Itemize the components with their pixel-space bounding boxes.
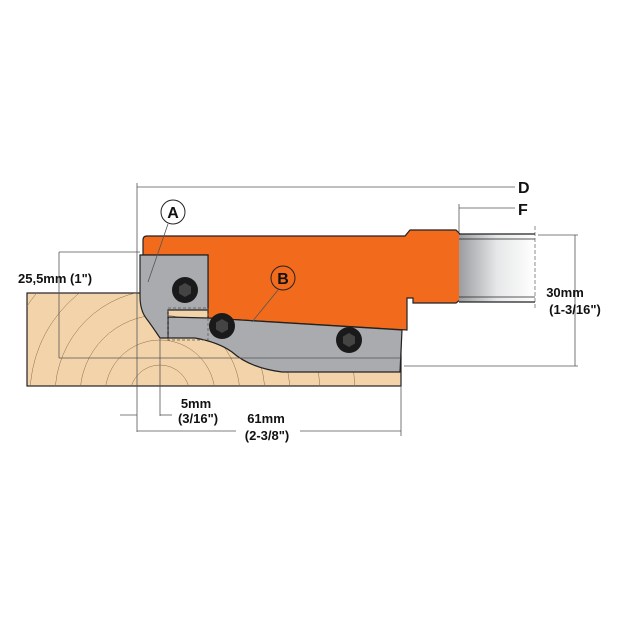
shank-dimension-mm: 30mm <box>546 285 584 300</box>
dim-d-label: D <box>518 180 530 197</box>
bolt-icon <box>336 327 362 353</box>
cutter-body <box>142 229 461 331</box>
bolt-icon <box>209 313 235 339</box>
callout-a <box>160 199 186 225</box>
shank <box>459 226 536 310</box>
callout-b <box>270 265 296 291</box>
callout-b-label: B <box>277 271 289 288</box>
callout-a-label: A <box>167 205 179 222</box>
dim-f-label: F <box>518 202 528 219</box>
bolt-icon <box>172 277 198 303</box>
offset-dimension-mm: 5mm <box>181 396 211 411</box>
width-dimension-mm: 61mm <box>247 411 285 426</box>
offset-dimension-in: (3/16") <box>178 411 218 426</box>
width-dimension-in: (2-3/8") <box>245 428 289 443</box>
height-dimension-label: 25,5mm (1") <box>18 271 92 286</box>
shank-dimension-in: (1-3/16") <box>549 302 601 317</box>
